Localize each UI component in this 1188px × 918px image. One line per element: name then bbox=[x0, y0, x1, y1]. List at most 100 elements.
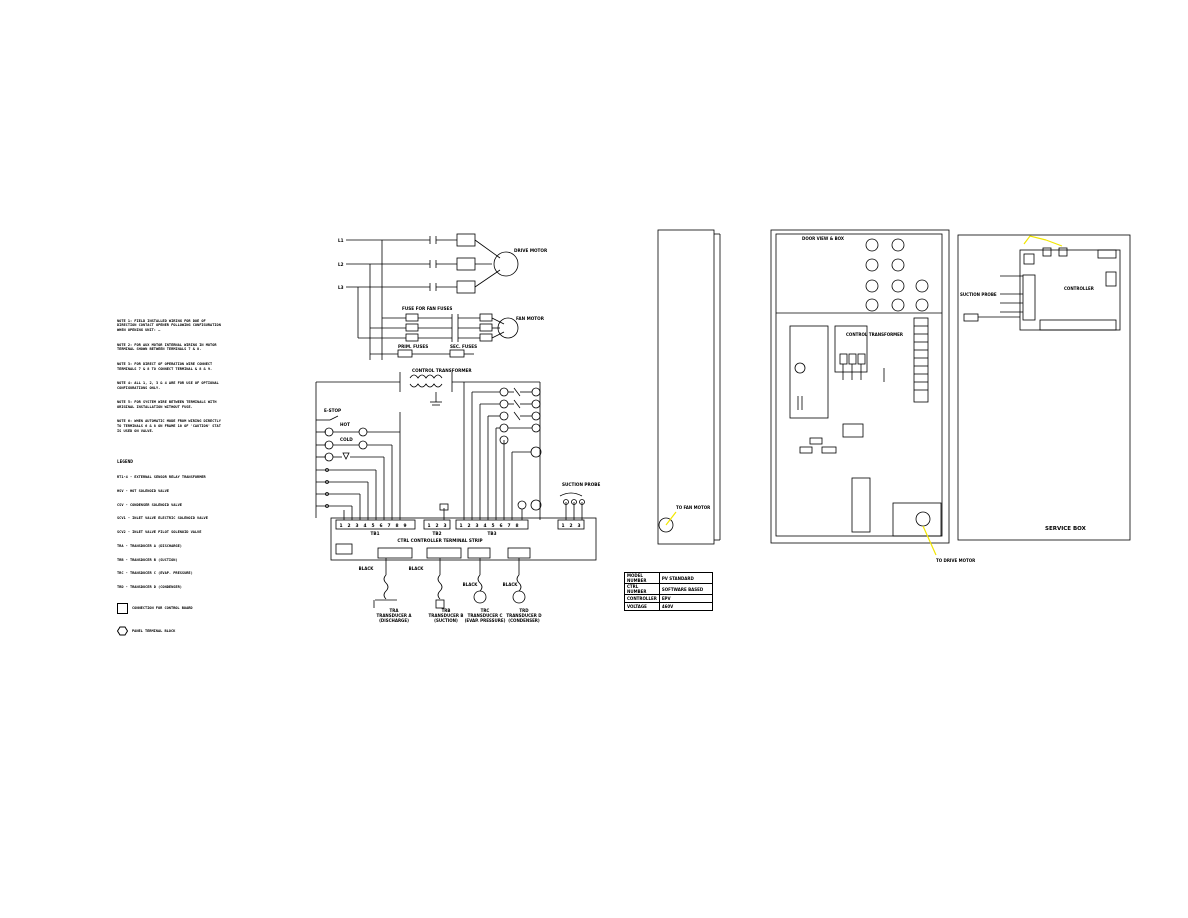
info-key: CTRL NUMBER bbox=[624, 583, 660, 595]
table-row: VOLTAGE 460V bbox=[624, 602, 713, 611]
terminal-number: 2 bbox=[569, 523, 572, 529]
info-key: CONTROLLER bbox=[624, 594, 660, 603]
terminal-number: 1 bbox=[561, 523, 564, 529]
legend-item: SCV1 - INLET VALVE ELECTRIC SOLENOID VAL… bbox=[117, 516, 208, 521]
tb3-label: TB3 bbox=[488, 531, 497, 536]
info-key: MODEL NUMBER bbox=[624, 572, 660, 584]
tb2-label: TB2 bbox=[433, 531, 442, 536]
info-table: MODEL NUMBER PV STANDARD CTRL NUMBER SOF… bbox=[624, 572, 713, 611]
door-transformer-label: CONTROL TRANSFORMER bbox=[846, 332, 903, 337]
note-6: NOTE 6: WHEN AUTOMATIC MODE FROM WIRING … bbox=[117, 419, 224, 433]
transducer-name: TRANSDUCER C bbox=[468, 613, 503, 618]
legend-item: TRA - TRANSDUCER A (DISCHARGE) bbox=[117, 543, 182, 548]
drive-motor-label: DRIVE MOTOR bbox=[514, 248, 548, 253]
panel-side-view bbox=[657, 229, 721, 545]
wire-color-label: BLACK bbox=[503, 582, 519, 587]
legend-item: TRD - TRANSDUCER D (CONDENSER) bbox=[117, 585, 182, 590]
controller-panel-title: SERVICE BOX bbox=[1045, 526, 1087, 532]
transducer-sub: (SUCTION) bbox=[434, 618, 458, 623]
transducer-code: TRC bbox=[481, 608, 490, 613]
transducer-code: TRB bbox=[442, 608, 451, 613]
legend-hex-label: PANEL TERMINAL BLOCK bbox=[132, 628, 176, 633]
estop-label: E-STOP bbox=[324, 408, 341, 413]
transducer-name: TRANSDUCER D bbox=[506, 613, 542, 618]
legend-item: TRC - TRANSDUCER C (EVAP. PRESSURE) bbox=[117, 571, 193, 576]
side-callout-label: TO FAN MOTOR bbox=[676, 505, 710, 510]
terminal-number: 3 bbox=[443, 523, 446, 529]
legend-square-label: CONNECTION FOR CONTROL BOARD bbox=[132, 606, 193, 611]
legend: LEGEND RT1-4 - EXTERNAL SENSOR RELAY TRA… bbox=[117, 452, 227, 641]
info-value: EPV bbox=[658, 594, 713, 603]
transducer-cables bbox=[373, 558, 526, 609]
terminal-number: 6 bbox=[499, 523, 502, 529]
terminal-number: 7 bbox=[507, 523, 510, 529]
drive-motor-icon bbox=[493, 251, 519, 277]
transformer-label: CONTROL TRANSFORMER bbox=[412, 368, 472, 373]
terminal-number: 8 bbox=[515, 523, 518, 529]
terminal-number: 9 bbox=[403, 523, 406, 529]
knockout-icon bbox=[915, 511, 931, 527]
note-3: NOTE 3: FOR DIRECT OF OPERATION WIRE CON… bbox=[117, 361, 215, 371]
cold-label: COLD bbox=[340, 437, 353, 442]
primary-fuse-label: PRIM. FUSES bbox=[398, 344, 428, 349]
wire-color-label: BLACK bbox=[359, 566, 375, 571]
line-l3-label: L3 bbox=[338, 285, 344, 290]
controller-strip-label: CTRL CONTROLLER TERMINAL STRIP bbox=[397, 538, 482, 543]
wiring-notes: NOTE 1: FIELD INSTALLED WIRING FOR DOE O… bbox=[117, 309, 227, 439]
line-l2-label: L2 bbox=[338, 262, 344, 267]
fan-motor-icon bbox=[497, 317, 519, 339]
terminal-number: 3 bbox=[577, 523, 580, 529]
sensor-label: SUCTION PROBE bbox=[562, 482, 600, 487]
info-value: 460V bbox=[658, 602, 713, 611]
terminal-number: 1 bbox=[459, 523, 462, 529]
terminal-number: 2 bbox=[467, 523, 470, 529]
info-value: PV STANDARD bbox=[658, 572, 713, 584]
table-row: CONTROLLER EPV bbox=[624, 594, 713, 603]
power-lines bbox=[315, 233, 585, 520]
legend-item: RT1-4 - EXTERNAL SENSOR RELAY TRANSFORME… bbox=[117, 474, 206, 479]
line-l1-label: L1 bbox=[338, 238, 344, 243]
terminal-number: 6 bbox=[379, 523, 382, 529]
terminal-number: 3 bbox=[475, 523, 478, 529]
terminal-number: 2 bbox=[347, 523, 350, 529]
table-row: MODEL NUMBER PV STANDARD bbox=[624, 572, 713, 584]
note-5: NOTE 5: FOR SYSTEM WIRE BETWEEN TERMINAL… bbox=[117, 400, 219, 409]
legend-item: CSV - CONDENSER SOLENOID VALVE bbox=[117, 502, 182, 507]
legend-item: HSV - HOT SOLENOID VALVE bbox=[117, 488, 169, 493]
terminal-number: 8 bbox=[395, 523, 398, 529]
fuse-label: FUSE FOR FAN FUSES bbox=[402, 306, 452, 311]
transducer-name: TRANSDUCER B bbox=[429, 613, 464, 618]
door-callout-label: TO DRIVE MOTOR bbox=[936, 558, 975, 563]
terminal-number: 2 bbox=[435, 523, 438, 529]
terminal-number: 1 bbox=[427, 523, 430, 529]
terminal-number: 4 bbox=[363, 523, 366, 529]
hot-label: HOT bbox=[340, 422, 350, 427]
info-key: VOLTAGE bbox=[624, 602, 660, 611]
table-row: CTRL NUMBER SOFTWARE BASED bbox=[624, 583, 713, 595]
transducer-code: TRD bbox=[519, 608, 529, 613]
terminal-number: 4 bbox=[483, 523, 486, 529]
fan-motor-label: FAN MOTOR bbox=[516, 316, 545, 321]
wire-color-label: BLACK bbox=[463, 582, 479, 587]
hexagon-symbol-icon bbox=[117, 626, 128, 636]
square-symbol-icon bbox=[117, 603, 128, 614]
controller-sensor-label: SUCTION PROBE bbox=[960, 292, 997, 297]
secondary-fuse-label: SEC. FUSES bbox=[450, 344, 477, 349]
note-2: NOTE 2: FOR AUX MOTOR INTERNAL WIRING IN… bbox=[117, 342, 219, 352]
terminal-number: 1 bbox=[339, 523, 342, 529]
panel-controller bbox=[957, 234, 1131, 541]
transducer-sub: (CONDENSER) bbox=[508, 618, 540, 623]
transducer-sub: (EVAP. PRESSURE) bbox=[465, 618, 506, 623]
transducer-name: TRANSDUCER A bbox=[377, 613, 413, 618]
legend-hex-row: PANEL TERMINAL BLOCK bbox=[117, 626, 227, 636]
door-panel-title: DOOR VIEW & BOX bbox=[802, 236, 844, 241]
info-value: SOFTWARE BASED bbox=[658, 583, 713, 595]
terminal-number: 5 bbox=[371, 523, 374, 529]
controller-board-label: CONTROLLER bbox=[1064, 286, 1094, 291]
terminal-number: 5 bbox=[491, 523, 494, 529]
callouts bbox=[665, 235, 1063, 556]
legend-item: TRB - TRANSDUCER B (SUCTION) bbox=[117, 557, 178, 562]
note-1: NOTE 1: FIELD INSTALLED WIRING FOR DOE O… bbox=[117, 318, 224, 333]
transducer-sub: (DISCHARGE) bbox=[379, 618, 409, 623]
